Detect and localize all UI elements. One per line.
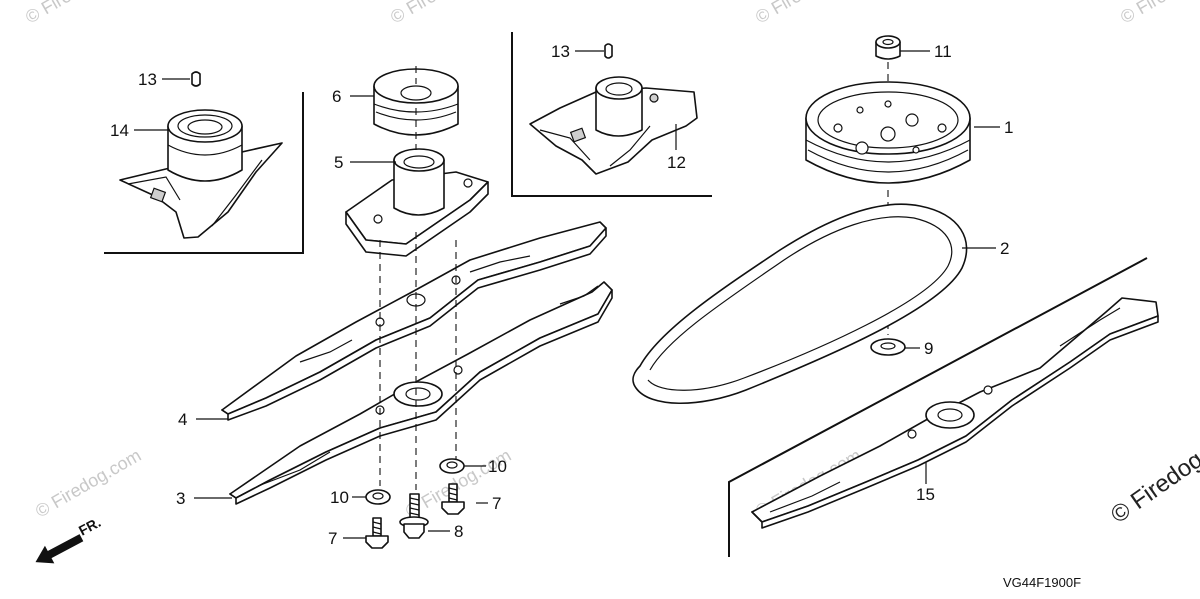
key-13-middle: [604, 43, 613, 59]
callout-11: 11: [934, 42, 952, 61]
blade-adapter-14: [119, 109, 283, 239]
section-divider-right: [728, 257, 1148, 557]
direction-label: FR.: [76, 514, 103, 539]
callout-10-right: 10: [488, 457, 507, 476]
callout-1: 1: [1004, 118, 1013, 137]
blade-3: [229, 281, 613, 505]
bolt-7-right: [441, 483, 465, 515]
washer-10-right: [439, 458, 465, 474]
leader-lines: [134, 50, 1000, 539]
callout-10-left: 10: [330, 488, 349, 507]
callout-3: 3: [176, 489, 185, 508]
diagram-code: VG44F1900F: [1003, 575, 1081, 590]
inset-frame-middle: [511, 32, 712, 197]
watermark-corner: © Firedog.com: [1106, 416, 1200, 529]
callout-7-right: 7: [492, 494, 501, 513]
callout-labels: 1 2 3 4 5 6 7 7 8 9 10 10 11 12 13 13 14…: [110, 42, 1013, 548]
callout-8: 8: [454, 522, 463, 541]
callout-2: 2: [1000, 239, 1009, 258]
washer-9: [870, 338, 906, 356]
pulley-1: [805, 81, 971, 184]
arrow-left-icon: [35, 534, 84, 564]
callout-6: 6: [332, 87, 341, 106]
watermark-text: © Firedog.com: [387, 0, 499, 27]
blade-adapter-5: [345, 148, 489, 257]
callout-15: 15: [916, 485, 935, 504]
callout-14: 14: [110, 121, 129, 140]
watermark-text: © Firedog.com: [1117, 0, 1200, 27]
watermark-text: © Firedog.com: [752, 0, 864, 27]
callout-13-middle: 13: [551, 42, 570, 61]
callout-7-left: 7: [328, 529, 337, 548]
watermark-text: © Firedog.com: [32, 445, 144, 521]
callout-9: 9: [924, 339, 933, 358]
bolt-8: [399, 493, 429, 539]
callout-5: 5: [334, 153, 343, 172]
blade-15: [751, 297, 1159, 529]
callout-13-left: 13: [138, 70, 157, 89]
bolt-7-left: [365, 517, 389, 549]
inset-frame-left: [104, 92, 304, 254]
watermark-text: © Firedog.com: [22, 0, 134, 27]
callout-4: 4: [178, 410, 187, 429]
blade-adapter-12: [529, 76, 698, 175]
washer-10-left: [365, 489, 391, 505]
front-direction-indicator: FR.: [35, 514, 103, 564]
belt-2: [632, 203, 968, 405]
key-13-left: [191, 71, 201, 87]
callout-12: 12: [667, 153, 686, 172]
nut-11: [875, 35, 901, 60]
blade-4: [221, 221, 607, 421]
